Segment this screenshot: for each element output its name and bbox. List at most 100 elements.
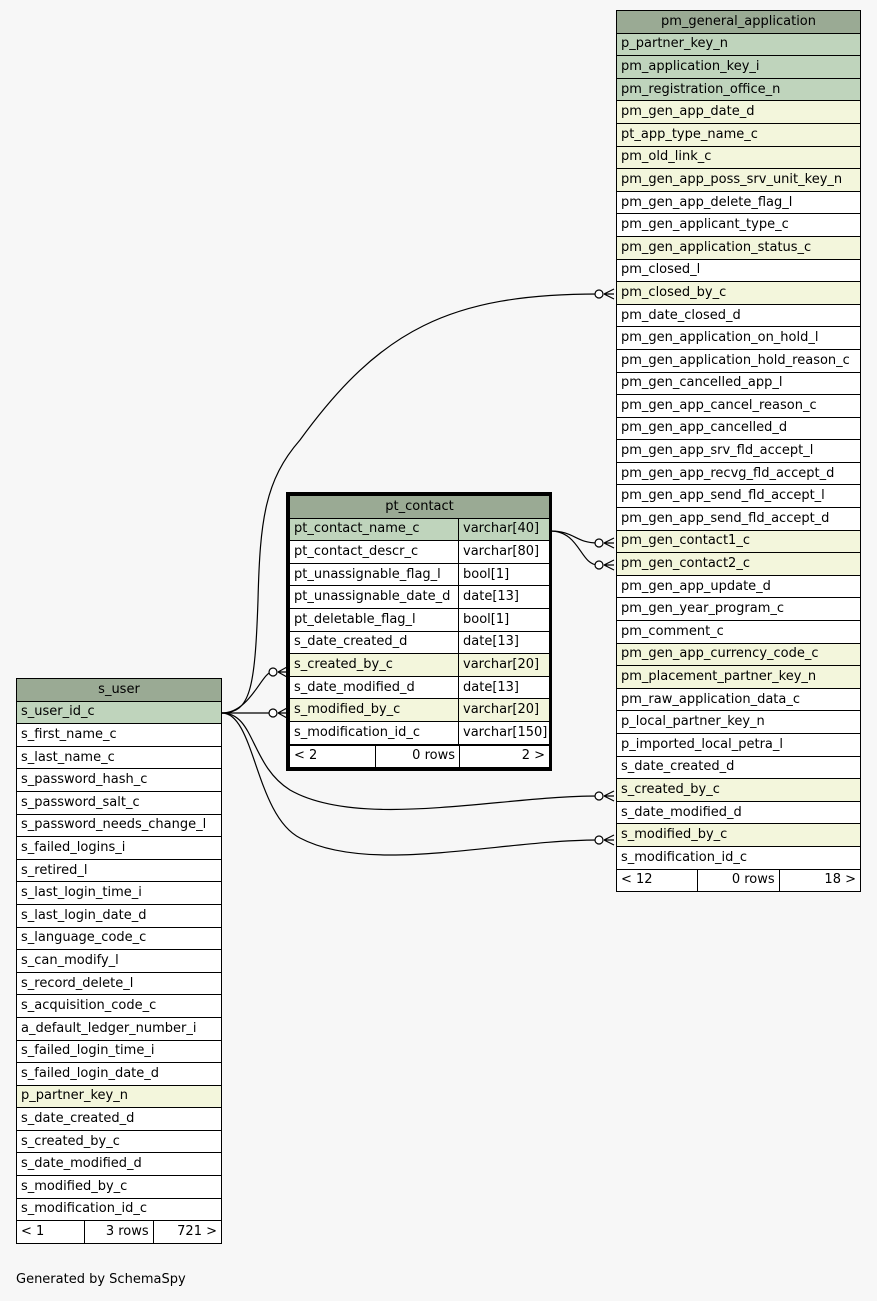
column-row[interactable]: pm_gen_application_status_c — [616, 235, 861, 260]
column-row[interactable]: pm_closed_l — [616, 258, 861, 283]
column-name[interactable]: pm_gen_app_delete_flag_l — [616, 190, 861, 215]
column-row[interactable]: pm_registration_office_n — [616, 77, 861, 102]
column-row[interactable]: pm_date_closed_d — [616, 303, 861, 328]
column-row[interactable]: s_modification_id_c — [16, 1197, 222, 1222]
parents-link[interactable]: < 2 — [289, 744, 376, 769]
column-name[interactable]: pm_gen_app_srv_fld_accept_l — [616, 439, 861, 463]
column-row[interactable]: s_record_delete_l — [16, 971, 222, 996]
column-row[interactable]: pm_gen_app_currency_code_c — [616, 642, 861, 667]
column-name[interactable]: s_date_modified_d — [289, 675, 459, 700]
column-name[interactable]: a_default_ledger_number_i — [16, 1016, 222, 1041]
column-name[interactable]: s_modified_by_c — [16, 1175, 222, 1199]
column-name[interactable]: pt_unassignable_flag_l — [289, 562, 459, 587]
column-row[interactable]: s_user_id_c — [16, 700, 222, 725]
column-name[interactable]: s_date_created_d — [16, 1107, 222, 1131]
column-row[interactable]: pm_gen_app_update_d — [616, 574, 861, 599]
column-name[interactable]: pm_closed_l — [616, 258, 861, 283]
column-name[interactable]: s_failed_logins_i — [16, 836, 222, 860]
column-name[interactable]: pt_contact_name_c — [289, 517, 459, 542]
column-row[interactable]: p_imported_local_petra_l — [616, 733, 861, 757]
column-name[interactable]: pm_gen_app_send_fld_accept_d — [616, 507, 861, 531]
column-row[interactable]: pm_gen_contact2_c — [616, 552, 861, 576]
column-row[interactable]: pm_raw_application_data_c — [616, 687, 861, 712]
column-name[interactable]: pm_gen_application_status_c — [616, 235, 861, 260]
column-row[interactable]: s_modified_by_c — [616, 823, 861, 847]
column-row[interactable]: a_default_ledger_number_i — [16, 1016, 222, 1041]
column-name[interactable]: s_modification_id_c — [16, 1197, 222, 1222]
column-row[interactable]: s_created_by_c — [616, 778, 861, 802]
column-name[interactable]: pm_gen_applicant_type_c — [616, 213, 861, 237]
column-row[interactable]: s_failed_logins_i — [16, 836, 222, 860]
column-name[interactable]: pt_unassignable_date_d — [289, 585, 459, 609]
column-row[interactable]: s_modified_by_c — [16, 1175, 222, 1199]
column-name[interactable]: s_last_login_date_d — [16, 903, 222, 928]
column-name[interactable]: s_created_by_c — [616, 778, 861, 802]
column-name[interactable]: pm_gen_app_update_d — [616, 574, 861, 599]
column-row[interactable]: pm_gen_app_send_fld_accept_l — [616, 484, 861, 509]
column-row[interactable]: pt_app_type_name_c — [616, 122, 861, 147]
column-row[interactable]: pm_gen_app_send_fld_accept_d — [616, 507, 861, 531]
column-name[interactable]: s_last_login_time_i — [16, 881, 222, 905]
column-row[interactable]: s_password_hash_c — [16, 768, 222, 792]
column-name[interactable]: pm_gen_application_hold_reason_c — [616, 348, 861, 373]
column-name[interactable]: pm_raw_application_data_c — [616, 687, 861, 712]
entity-title[interactable]: s_user — [16, 678, 222, 702]
column-row[interactable]: s_last_login_date_d — [16, 903, 222, 928]
entity-title[interactable]: pt_contact — [289, 495, 550, 519]
column-row[interactable]: s_password_salt_c — [16, 790, 222, 815]
column-row[interactable]: pm_gen_app_cancel_reason_c — [616, 394, 861, 418]
column-row[interactable]: s_date_created_d — [16, 1107, 222, 1131]
column-row[interactable]: s_first_name_c — [16, 723, 222, 747]
column-name[interactable]: pm_gen_contact2_c — [616, 552, 861, 576]
column-name[interactable]: s_last_name_c — [16, 745, 222, 770]
column-name[interactable]: pm_gen_app_poss_srv_unit_key_n — [616, 168, 861, 192]
column-row[interactable]: s_failed_login_time_i — [16, 1039, 222, 1064]
column-name[interactable]: pm_gen_app_cancel_reason_c — [616, 394, 861, 418]
column-row[interactable]: pm_gen_application_on_hold_l — [616, 326, 861, 350]
column-name[interactable]: p_partner_key_n — [616, 32, 861, 57]
column-name[interactable]: p_imported_local_petra_l — [616, 733, 861, 757]
column-row[interactable]: pm_gen_app_delete_flag_l — [616, 190, 861, 215]
column-row[interactable]: pm_gen_app_recvg_fld_accept_d — [616, 461, 861, 486]
column-row[interactable]: pm_application_key_i — [616, 55, 861, 79]
column-row[interactable]: pm_comment_c — [616, 620, 861, 644]
entity-title[interactable]: pm_general_application — [616, 10, 861, 34]
column-name[interactable]: s_modification_id_c — [289, 720, 459, 745]
column-name[interactable]: s_first_name_c — [16, 723, 222, 747]
column-row[interactable]: s_acquisition_code_c — [16, 994, 222, 1018]
column-name[interactable]: pm_comment_c — [616, 620, 861, 644]
column-name[interactable]: pm_gen_year_program_c — [616, 597, 861, 622]
column-row[interactable]: s_date_created_d — [616, 755, 861, 780]
column-name[interactable]: pm_closed_by_c — [616, 281, 861, 305]
column-row[interactable]: pm_gen_application_hold_reason_c — [616, 348, 861, 373]
column-name[interactable]: pt_contact_descr_c — [289, 540, 459, 564]
column-name[interactable]: pm_application_key_i — [616, 55, 861, 79]
column-name[interactable]: s_retired_l — [16, 858, 222, 883]
column-row[interactable]: p_partner_key_n — [616, 32, 861, 57]
column-name[interactable]: s_can_modify_l — [16, 949, 222, 973]
children-link[interactable]: 2 > — [459, 744, 550, 769]
column-row[interactable]: s_can_modify_l — [16, 949, 222, 973]
column-row[interactable]: pm_placement_partner_key_n — [616, 665, 861, 689]
column-name[interactable]: pm_gen_app_currency_code_c — [616, 642, 861, 667]
column-name[interactable]: s_record_delete_l — [16, 971, 222, 996]
column-row[interactable]: pm_gen_app_date_d — [616, 100, 861, 124]
column-name[interactable]: s_date_modified_d — [616, 800, 861, 825]
column-name[interactable]: pm_gen_app_send_fld_accept_l — [616, 484, 861, 509]
column-row[interactable]: s_password_needs_change_l — [16, 813, 222, 838]
column-name[interactable]: pm_gen_app_recvg_fld_accept_d — [616, 461, 861, 486]
column-row[interactable]: s_last_name_c — [16, 745, 222, 770]
children-link[interactable]: 721 > — [152, 1220, 223, 1244]
column-name[interactable]: p_partner_key_n — [16, 1084, 222, 1109]
column-name[interactable]: pm_old_link_c — [616, 145, 861, 170]
column-name[interactable]: pm_gen_cancelled_app_l — [616, 371, 861, 396]
column-row[interactable]: pm_gen_contact1_c — [616, 529, 861, 554]
